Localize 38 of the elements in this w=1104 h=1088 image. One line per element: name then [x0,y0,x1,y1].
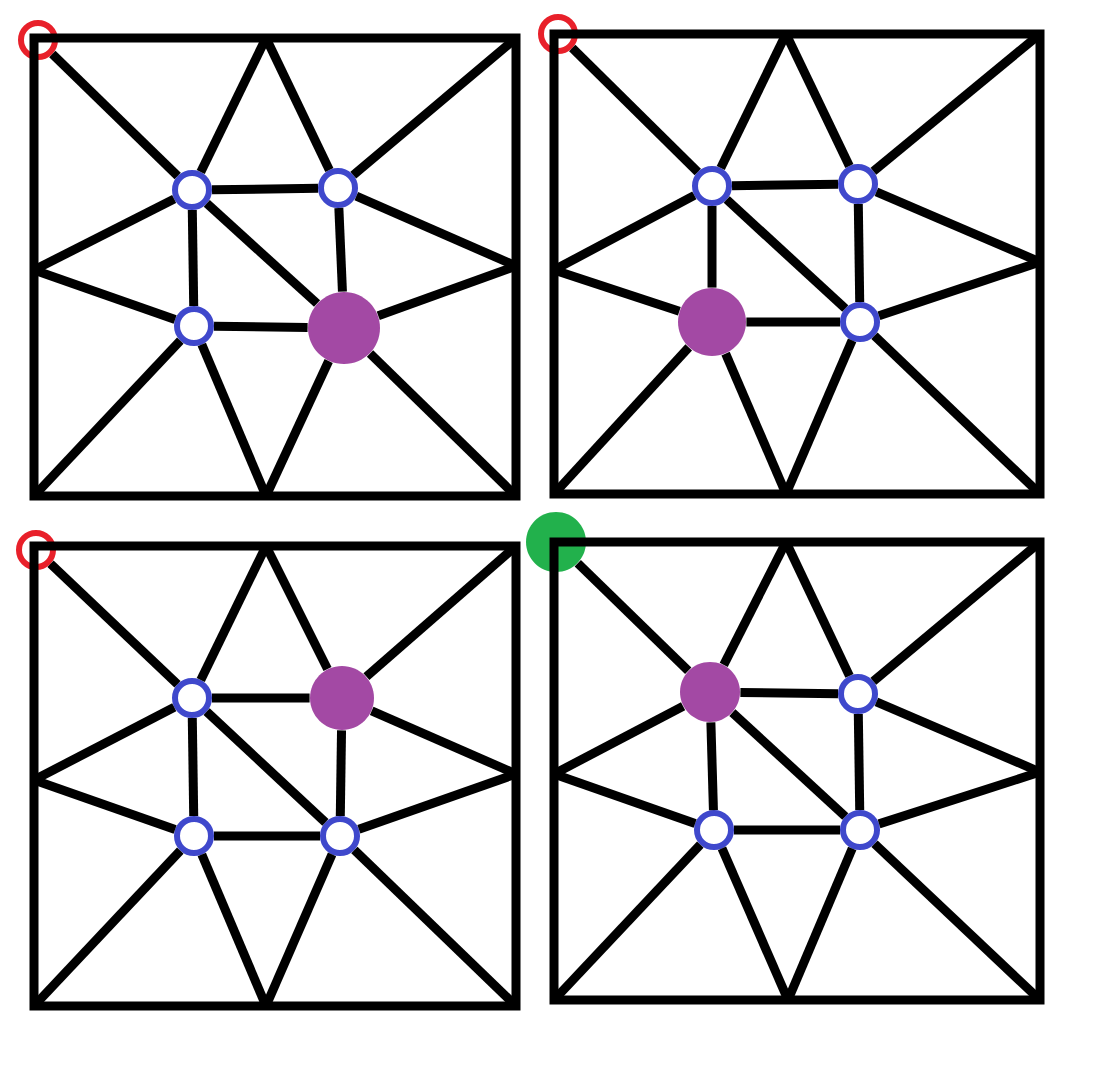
vertex-ring [172,678,212,718]
mesh-edge [187,717,199,817]
mesh-edge [203,708,329,826]
mesh-edge [734,825,840,835]
vertex-ring [172,170,212,210]
vertex-ring [692,166,732,206]
mesh-edge [853,713,865,811]
vertex-ring [838,674,878,714]
mesh-edge [335,730,347,817]
mesh-edge [723,196,849,312]
vertex-dot [680,662,740,722]
vertex-ring [320,816,360,856]
vertex-ring [840,810,880,850]
mesh-edge [706,722,718,811]
vertex-ring [174,306,214,346]
mesh-edge [731,179,839,191]
mesh-edge [746,317,840,327]
vertex-ring [318,168,358,208]
mesh-edge [853,203,865,303]
mesh-edge [203,200,321,307]
mesh-edge [740,687,839,699]
mesh-edge [574,560,692,674]
mesh-edge [334,207,347,292]
mesh-edge [213,321,308,332]
vertex-dot [310,666,374,730]
mesh-edge [211,183,319,195]
mesh-edge [729,709,849,820]
vertex-ring [838,164,878,204]
vertex-ring [694,810,734,850]
mesh-edge [707,206,717,288]
mesh-edge [214,831,320,841]
corner-dot [526,512,586,572]
mesh-edge [187,209,199,307]
vertex-dot [308,292,380,364]
vertex-ring [840,302,880,342]
mesh-edge [212,693,310,703]
vertex-ring [174,816,214,856]
vertex-dot [678,288,746,356]
